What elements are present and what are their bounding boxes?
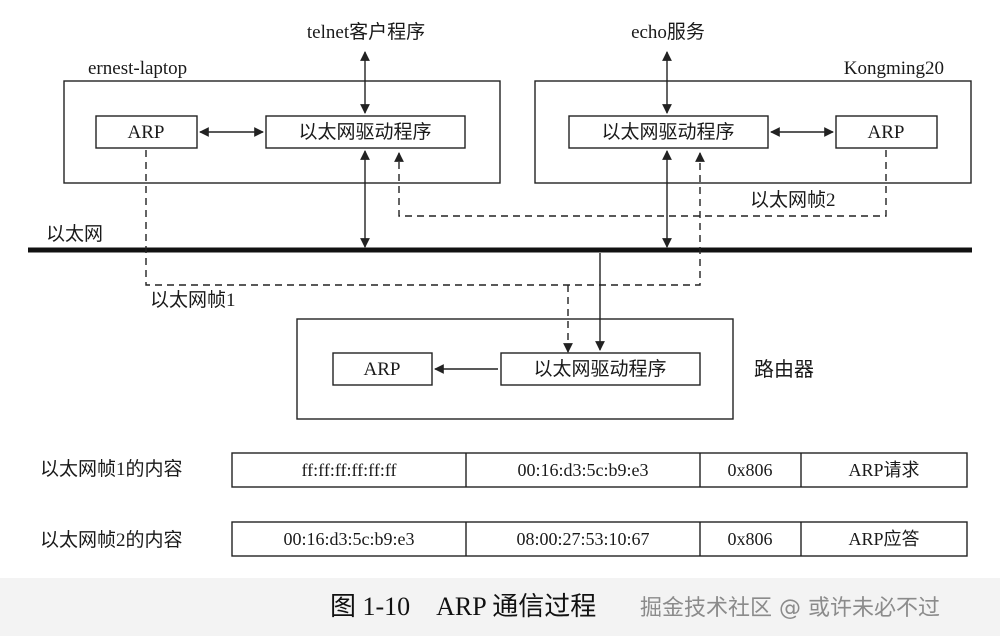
frame2-dest-mac: 00:16:d3:5c:b9:e3 <box>284 529 415 549</box>
frame2-contents-label: 以太网帧2的内容 <box>40 529 183 551</box>
frame2-src-mac: 08:00:27:53:10:67 <box>516 529 649 549</box>
watermark: 掘金技术社区 @ 或许未必不过 <box>640 596 940 621</box>
server-arp-box <box>835 115 938 149</box>
frame1-dest-mac: ff:ff:ff:ff:ff:ff <box>302 460 397 480</box>
laptop-arp-box <box>95 115 198 149</box>
router-arp-label: ARP <box>364 359 401 380</box>
server-host-name: Kongming20 <box>844 58 944 79</box>
frame2-row <box>231 521 968 557</box>
frame2-type: 0x806 <box>728 529 773 549</box>
laptop-driver-box <box>265 115 466 149</box>
router-driver-box <box>500 352 701 386</box>
server-arp-label: ARP <box>868 122 905 143</box>
caption-bar <box>0 578 1000 636</box>
laptop-host-box <box>63 80 501 184</box>
server-host-box <box>534 80 972 184</box>
laptop-driver-label: 以太网驱动程序 <box>298 121 431 143</box>
telnet-client-label: telnet客户程序 <box>307 21 425 43</box>
router-name: 路由器 <box>754 358 814 381</box>
server-driver-box <box>568 115 769 149</box>
laptop-arp-label: ARP <box>128 122 165 143</box>
server-driver-label: 以太网驱动程序 <box>601 121 734 143</box>
frame1-type: 0x806 <box>728 460 773 480</box>
router-box <box>296 318 734 420</box>
frame2-label: 以太网帧2 <box>750 189 836 211</box>
echo-service-label: echo服务 <box>631 21 705 43</box>
frame1-contents-label: 以太网帧1的内容 <box>40 458 183 480</box>
laptop-host-name: ernest-laptop <box>88 58 187 79</box>
frame2-payload: ARP应答 <box>848 529 919 549</box>
router-arp-box <box>332 352 433 386</box>
ethernet-label: 以太网 <box>46 223 103 245</box>
frame1-label: 以太网帧1 <box>150 289 236 311</box>
router-driver-label: 以太网驱动程序 <box>533 358 666 380</box>
frame1-src-mac: 00:16:d3:5c:b9:e3 <box>518 460 649 480</box>
arp-diagram: ernest-laptop ARP 以太网驱动程序 telnet客户程序 Kon… <box>28 21 972 557</box>
frame1-payload: ARP请求 <box>848 460 919 480</box>
frame1-row <box>231 452 968 488</box>
frame1-path-to-server <box>145 150 705 286</box>
figure-caption: 图 1-10 ARP 通信过程 <box>330 592 597 621</box>
